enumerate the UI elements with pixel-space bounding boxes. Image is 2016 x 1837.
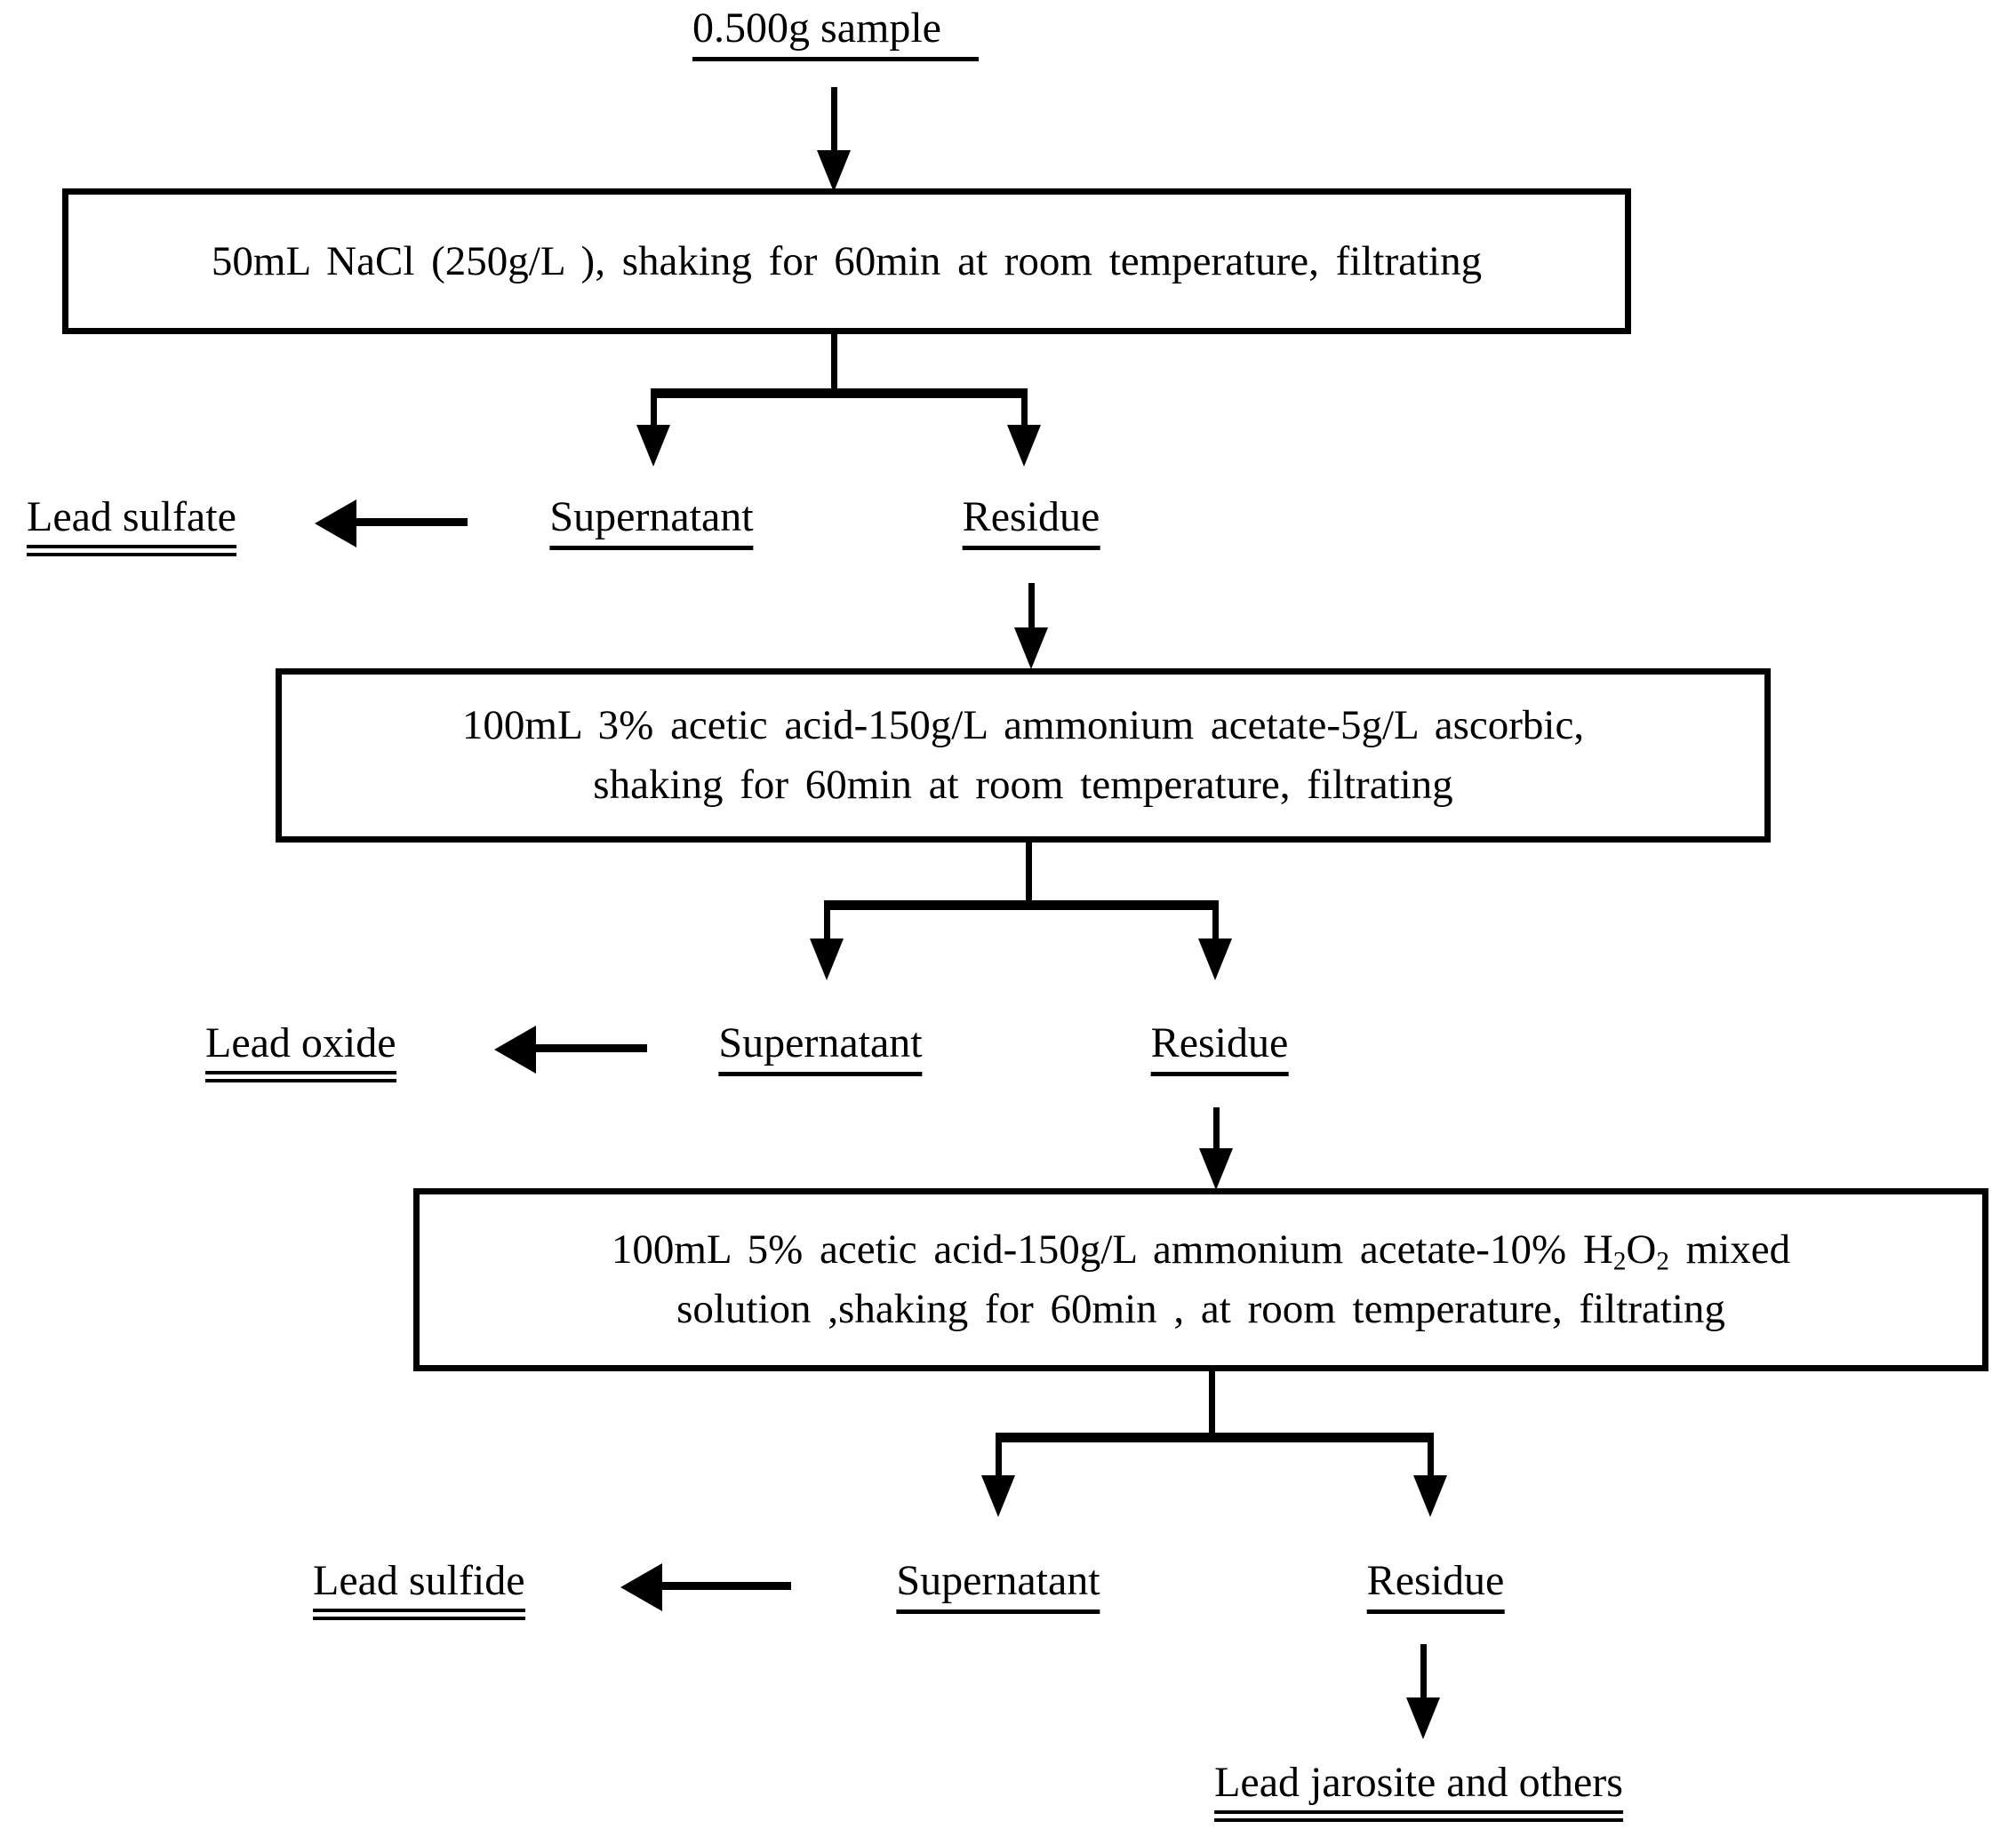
- branch3-horizontal: [996, 1433, 1434, 1442]
- arrow-shaft-branch3: [660, 1582, 791, 1590]
- arrowhead-down-branch1-left: [636, 425, 670, 467]
- sample-label-text: 0.500g sample: [692, 4, 979, 61]
- step1-text: 50mL NaCl (250g/L ), shaking for 60min a…: [211, 237, 1483, 284]
- h2o2-subscript-2: 2: [1656, 1247, 1669, 1276]
- connector-residue2-to-step3: [1213, 1107, 1220, 1154]
- branch3-right-drop: [1428, 1440, 1434, 1477]
- arrowhead-down-step3: [1199, 1148, 1233, 1190]
- step3-text-line1: 100mL 5% acetic acid-150g/L ammonium ace…: [611, 1226, 1791, 1276]
- arrowhead-down-branch1-right: [1007, 425, 1041, 467]
- branch3-left-drop: [996, 1440, 1002, 1477]
- connector-sample-to-step1: [831, 87, 837, 156]
- arrowhead-down-step2: [1014, 627, 1048, 669]
- stub-step3-bottom: [1209, 1370, 1215, 1438]
- connector-residue3-to-final: [1420, 1644, 1427, 1701]
- arrowhead-down-step1: [817, 150, 851, 192]
- branch2-supernatant-label: Supernatant: [718, 1019, 923, 1076]
- step3-text-line2: solution ,shaking for 60min , at room te…: [676, 1286, 1725, 1332]
- process-box-step1: 50mL NaCl (250g/L ), shaking for 60min a…: [62, 188, 1631, 334]
- product-lead-sulfate: Lead sulfate: [27, 493, 236, 556]
- arrowhead-down-branch2-right: [1198, 938, 1232, 980]
- stub-step2-bottom: [1026, 839, 1032, 906]
- arrowhead-down-branch3-right: [1413, 1475, 1447, 1517]
- branch2-horizontal: [824, 900, 1219, 910]
- arrowhead-left-branch3: [620, 1563, 662, 1611]
- branch1-right-drop: [1021, 395, 1028, 427]
- branch1-residue-label: Residue: [962, 493, 1100, 550]
- process-box-step2: 100mL 3% acetic acid-150g/L ammonium ace…: [276, 668, 1771, 843]
- product-lead-sulfide: Lead sulfide: [313, 1557, 525, 1620]
- final-residue-label: Lead jarosite and others: [1214, 1759, 1623, 1822]
- branch1-horizontal: [651, 388, 1028, 398]
- connector-residue1-to-step2: [1028, 583, 1035, 631]
- branch2-left-drop: [824, 907, 830, 940]
- sample-label: 0.500g sample: [692, 4, 979, 61]
- branch1-supernatant-label: Supernatant: [549, 493, 754, 550]
- arrow-shaft-branch1: [354, 518, 468, 526]
- branch1-left-drop: [651, 395, 657, 427]
- branch3-residue-label: Residue: [1366, 1557, 1505, 1614]
- branch2-right-drop: [1212, 907, 1219, 940]
- branch2-residue-label: Residue: [1150, 1019, 1289, 1076]
- arrowhead-down-final: [1406, 1697, 1440, 1739]
- step2-text-line2: shaking for 60min at room temperature, f…: [593, 762, 1453, 808]
- step2-text-line1: 100mL 3% acetic acid-150g/L ammonium ace…: [461, 702, 1585, 749]
- arrowhead-down-branch3-left: [981, 1475, 1015, 1517]
- branch3-supernatant-label: Supernatant: [896, 1557, 1100, 1614]
- h2o2-subscript-1: 2: [1612, 1247, 1627, 1276]
- arrowhead-down-branch2-left: [810, 938, 844, 980]
- process-box-step3: 100mL 5% acetic acid-150g/L ammonium ace…: [413, 1188, 1988, 1371]
- arrowhead-left-branch2: [494, 1026, 536, 1074]
- stub-step1-bottom: [831, 332, 837, 393]
- arrow-shaft-branch2: [533, 1044, 647, 1052]
- product-lead-oxide: Lead oxide: [205, 1019, 396, 1082]
- arrowhead-left-branch1: [315, 499, 356, 547]
